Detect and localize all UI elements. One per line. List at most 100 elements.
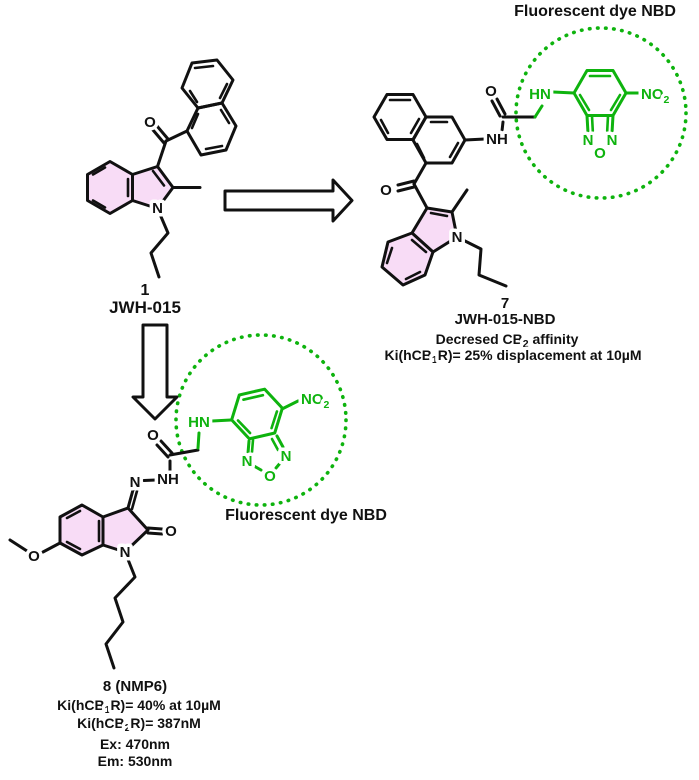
label-fragment: Decresed CB [436, 331, 523, 347]
nbd-highlight-circle-top [514, 26, 688, 200]
furazan-n-label: N [281, 448, 292, 465]
label-fragment: Ki(hCB [77, 715, 124, 731]
bond [156, 139, 168, 168]
bond [396, 185, 416, 193]
double-bond-line [188, 89, 199, 104]
oxindole-nitrogen-label: N [120, 544, 131, 561]
arrow-right-icon [223, 178, 354, 223]
indole-nitrogen-label: N [152, 200, 163, 217]
double-bond-line [404, 270, 422, 281]
bond [490, 99, 502, 118]
double-bond-line [415, 142, 426, 160]
bond [275, 434, 285, 449]
double-bond-line [65, 509, 82, 520]
double-bond-line [130, 489, 139, 511]
compound8-ki1-line: Ki(hCB1R)= 40% at 10µM [57, 697, 221, 716]
double-bond-line [219, 108, 231, 125]
furazan-n-label: N [607, 132, 618, 149]
double-bond-line [204, 144, 224, 151]
nitro-group-label: NO2 [641, 86, 670, 106]
bond [500, 120, 505, 133]
amine-hn-label: HN [529, 86, 551, 103]
bond [252, 464, 263, 472]
methoxy-methyl-bond [8, 538, 29, 553]
amide-oxygen-label: O [147, 427, 159, 444]
furazan-o-label: O [264, 468, 276, 485]
double-bond-line [410, 238, 428, 254]
label-fragment: R)= 25% displacement at 10µM [438, 347, 642, 363]
double-bond-line [448, 141, 460, 159]
double-bond-line [190, 112, 200, 130]
bond [164, 129, 189, 143]
methyl-bond [450, 188, 469, 214]
label-fragment: 2 [324, 399, 330, 411]
jwh015-nbd-structure: HN N N O NO2 O O NH N [372, 69, 673, 288]
bond [142, 478, 158, 482]
bond [274, 460, 283, 470]
bond [155, 443, 170, 459]
furazan-n-label: N [242, 453, 253, 470]
oxindole-benzene-ring [58, 503, 105, 557]
bond [168, 448, 200, 457]
linker-bond [210, 418, 233, 423]
bond [601, 144, 610, 152]
bond [159, 439, 174, 455]
double-bond-line [578, 93, 591, 112]
double-bond-line [605, 114, 610, 133]
double-bond-line [429, 211, 449, 218]
indole-nitrogen-label: N [452, 229, 463, 246]
nitro-group-label: NO2 [301, 391, 330, 411]
double-bond-line [609, 93, 622, 112]
double-bond-line [91, 199, 107, 209]
nbd-dye-group: HN N N O NO2 [185, 387, 333, 489]
amide-oxygen-label: O [485, 83, 497, 100]
indole-pyrrole-ring [131, 165, 175, 210]
amine-hn-label: HN [188, 414, 210, 431]
compound8-excitation: Ex: 470nm [100, 736, 170, 752]
ketone-oxygen-label: O [144, 114, 156, 131]
double-bond-line [151, 169, 166, 187]
hydrazone-n-label: N [130, 474, 141, 491]
label-fragment: Ki(hCB [57, 697, 104, 713]
indole-benzene-ring [86, 160, 134, 215]
double-bond-line [236, 419, 252, 435]
double-bond-line [218, 82, 229, 100]
label-fragment: affinity [529, 331, 579, 347]
label-fragment: R)= 40% at 10µM [110, 697, 220, 713]
bond [396, 179, 416, 187]
arrow-down-icon [131, 323, 179, 421]
bond [151, 128, 166, 145]
indole-pyrrole-ring [410, 206, 459, 254]
nmp6-structure: HN N N O NO2 O N NH O N O [8, 387, 333, 670]
nbd-highlight-circle-bottom [174, 333, 348, 507]
propyl-chain [149, 207, 170, 279]
label-fragment: 2 [664, 94, 670, 106]
bond [585, 114, 590, 135]
double-bond-line [270, 437, 280, 452]
furazan-o-label: O [594, 145, 606, 162]
oxindole-lactam-ring [101, 506, 150, 554]
shape [230, 387, 284, 441]
compound8-emission: Em: 530nm [98, 753, 173, 769]
double-bond-line [250, 438, 255, 454]
double-bond-line [65, 540, 82, 551]
compound8-title: 8 (NMP6) [103, 678, 167, 695]
compound7-affinity-line: Decresed CB2 affinity [436, 331, 579, 350]
lactam-oxygen-label: O [165, 523, 177, 540]
amide-nh-label: NH [486, 131, 508, 148]
bond [495, 97, 507, 116]
compound8-ki2-line: Ki(hCB2R)= 387nM [77, 715, 201, 734]
jwh015-structure: O N [86, 58, 238, 279]
bond [463, 137, 487, 142]
naphthalene-ring-b [185, 101, 238, 157]
bond [126, 488, 135, 510]
bond [280, 399, 300, 411]
nbd-dye-group: HN N N O NO2 [526, 69, 673, 166]
nbd-benzene-ring [230, 387, 284, 441]
compound7-name: JWH-015-NBD [455, 311, 556, 328]
bond [590, 144, 599, 152]
label-fragment: R)= 387nM [130, 715, 200, 731]
bond [146, 531, 164, 536]
